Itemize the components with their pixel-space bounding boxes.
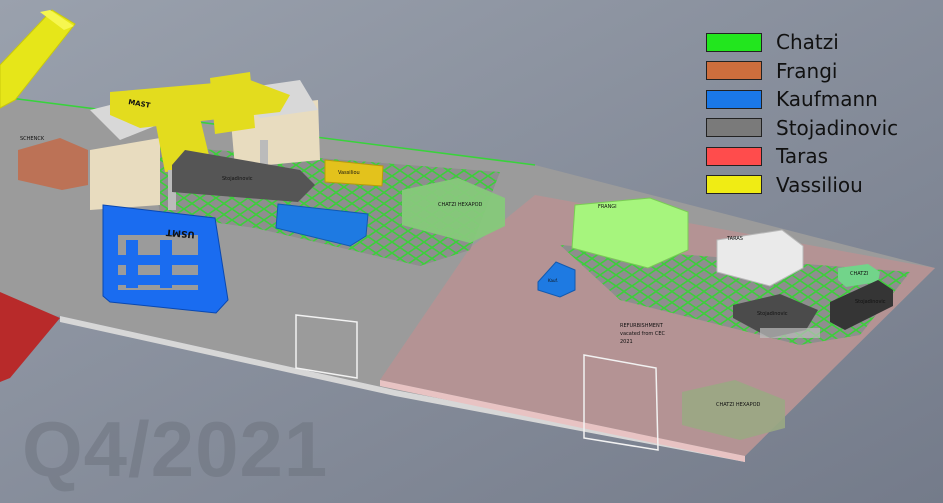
legend-swatch <box>706 146 762 166</box>
refurbishment-note: vacated from CEC <box>620 331 666 337</box>
chatzi-small-label: CHATZI <box>850 271 868 277</box>
kaufmann-right-label: Kauf. <box>548 278 558 283</box>
grid-area-right <box>560 245 910 345</box>
legend-swatch <box>706 118 762 138</box>
stojadinovic-slab <box>733 294 818 338</box>
chatzi-hexapod-left-label: CHATZI HEXAPOD <box>438 202 483 208</box>
legend-swatch <box>706 32 762 52</box>
crane-beam <box>0 9 76 109</box>
door-left <box>295 314 358 379</box>
taras-label: TARAS <box>726 236 743 242</box>
schenck-block <box>18 138 88 190</box>
vassiliou-block <box>324 159 384 187</box>
stojadinovic-right-label: Stojadinovic <box>855 299 886 305</box>
stojadinovic-table-label: Stojadinovic <box>222 176 253 182</box>
taras-block <box>716 229 804 287</box>
legend-item-kaufmann: Kaufmann <box>706 85 936 114</box>
frangi-block <box>571 197 689 269</box>
usmt-label: USMT <box>165 226 196 239</box>
schenck-label: SCHENCK <box>20 136 45 142</box>
usmt-frame <box>102 204 229 314</box>
legend-item-stojadinovic: Stojadinovic <box>706 114 936 143</box>
vassiliou-label: Vassiliou <box>338 170 360 176</box>
legend-item-chatzi: Chatzi <box>706 28 936 57</box>
legend-item-vassiliou: Vassiliou <box>706 171 936 200</box>
mast-label: MAST <box>128 98 151 110</box>
legend-swatch <box>706 89 762 109</box>
legend-item-taras: Taras <box>706 142 936 171</box>
stojadinovic-slab-label: Stojadinovic <box>757 311 788 317</box>
legend-swatch <box>706 175 762 195</box>
legend-item-frangi: Frangi <box>706 57 936 86</box>
frangi-label: FRANGI <box>598 204 617 210</box>
taras-zone-left <box>0 292 60 382</box>
stojadinovic-table-left <box>172 150 315 202</box>
chatzi-small-block <box>838 264 880 287</box>
door-right <box>583 354 659 451</box>
legend-label: Vassiliou <box>776 172 863 197</box>
legend-swatch <box>706 61 762 81</box>
chatzi-hexapod-left <box>402 178 505 243</box>
legend-label: Taras <box>776 144 829 169</box>
legend-label: Kaufmann <box>776 87 878 112</box>
refurbishment-title: REFURBISHMENT <box>620 323 664 329</box>
kaufmann-block-right <box>537 261 576 298</box>
chatzi-hexapod-right <box>682 380 785 440</box>
period-label: Q4/2021 <box>22 405 329 493</box>
legend-label: Stojadinovic <box>776 115 899 140</box>
refurbishment-year: 2021 <box>620 339 633 345</box>
legend-label: Chatzi <box>776 30 839 55</box>
legend-label: Frangi <box>776 58 838 83</box>
chatzi-hexapod-right-label: CHATZI HEXAPOD <box>716 402 761 408</box>
stojadinovic-block-right <box>830 280 893 330</box>
kaufmann-block-left <box>275 203 369 247</box>
legend: Chatzi Frangi Kaufmann Stojadinovic Tara… <box>706 28 936 199</box>
